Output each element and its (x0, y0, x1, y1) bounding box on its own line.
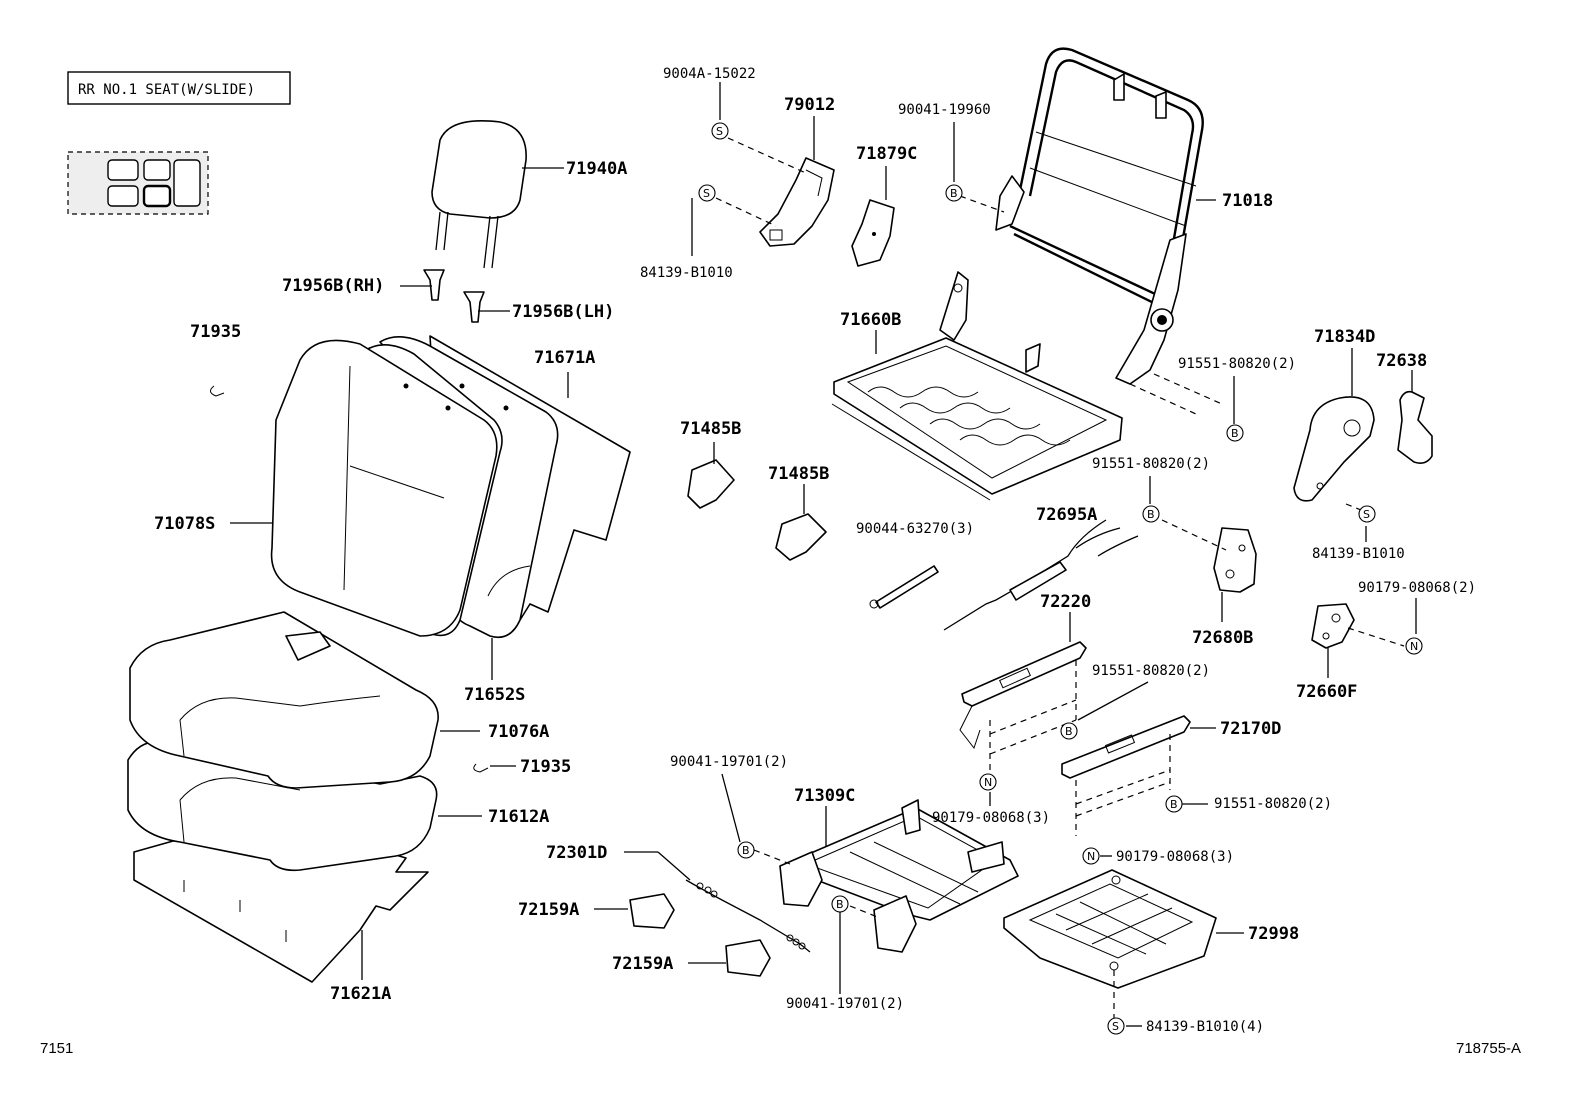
label-90041-19960: 90041-19960 (898, 102, 991, 118)
n-symbol-2: N (979, 773, 997, 791)
label-71621A: 71621A (330, 984, 391, 1004)
svg-text:B: B (836, 898, 844, 911)
fastener-symbols: S S B B B S N B N B N B B S (698, 122, 1423, 1035)
label-84139-B1010-top: 84139-B1010 (640, 265, 733, 281)
svg-text:S: S (1363, 508, 1370, 521)
label-71671A: 71671A (534, 348, 595, 368)
label-79012: 79012 (784, 95, 835, 115)
label-72159A-b: 72159A (612, 954, 673, 974)
hinge-cover-drawings (687, 157, 895, 561)
n-symbol-1: N (1405, 637, 1423, 655)
label-84139-B1010-bottom: 84139-B1010(4) (1146, 1019, 1264, 1035)
label-72695A: 72695A (1036, 505, 1097, 525)
label-90044-63270: 90044-63270(3) (856, 521, 974, 537)
label-72638: 72638 (1376, 351, 1427, 371)
label-71485B-b: 71485B (768, 464, 829, 484)
b-symbol-4: B (1060, 722, 1078, 740)
label-71935-top: 71935 (190, 322, 241, 342)
cable-drawings (869, 519, 1139, 631)
seatback-drawing (270, 335, 631, 639)
label-72159A-a: 72159A (518, 900, 579, 920)
svg-text:B: B (950, 187, 958, 200)
s-symbol-3: S (1358, 505, 1376, 523)
side-cover-drawings (1293, 390, 1433, 502)
svg-text:N: N (984, 776, 992, 789)
label-71612A: 71612A (488, 807, 549, 827)
footer-right-code: 718755-A (1456, 1040, 1521, 1057)
label-91551-80820-b: 91551-80820(2) (1092, 456, 1210, 472)
lock-drawings (1213, 527, 1355, 649)
svg-text:B: B (742, 844, 750, 857)
label-71879C: 71879C (856, 144, 917, 164)
label-72660F: 72660F (1296, 682, 1357, 702)
b-symbol-5: B (1165, 795, 1183, 813)
svg-text:B: B (1170, 798, 1178, 811)
s-symbol-1: S (711, 122, 729, 140)
b-symbol-1: B (945, 184, 963, 202)
label-71018: 71018 (1222, 191, 1273, 211)
label-71660B: 71660B (840, 310, 901, 330)
slide-rail-drawings (959, 641, 1191, 836)
cushion-frame-drawing (831, 271, 1123, 501)
label-90179-08068-a: 90179-08068(2) (1358, 580, 1476, 596)
label-71485B-a: 71485B (680, 419, 741, 439)
label-91551-80820-a: 91551-80820(2) (1178, 356, 1296, 372)
svg-text:B: B (1231, 427, 1239, 440)
svg-text:S: S (703, 187, 710, 200)
label-71076A: 71076A (488, 722, 549, 742)
label-90041-19701-b: 90041-19701(2) (786, 996, 904, 1012)
label-90041-19701-a: 90041-19701(2) (670, 754, 788, 770)
label-72680B: 72680B (1192, 628, 1253, 648)
lower-frame-drawing (779, 799, 1019, 953)
label-71940A: 71940A (566, 159, 627, 179)
label-71652S: 71652S (464, 685, 525, 705)
label-72998: 72998 (1248, 924, 1299, 944)
label-71834D: 71834D (1314, 327, 1375, 347)
label-90179-08068-c: 90179-08068(3) (1116, 849, 1234, 865)
seat-layout-icon (67, 151, 209, 215)
dashed-leaders (715, 137, 1405, 1020)
label-71309C: 71309C (794, 786, 855, 806)
label-91551-80820-d: 91551-80820(2) (1214, 796, 1332, 812)
part-labels: 71940A 71956B(RH) 71956B(LH) 71935 71671… (154, 66, 1476, 1035)
s-symbol-2: S (698, 184, 716, 202)
svg-text:B: B (1147, 508, 1155, 521)
label-91551-80820-c: 91551-80820(2) (1092, 663, 1210, 679)
s-symbol-4: S (1107, 1017, 1125, 1035)
tray-drawing (1003, 869, 1217, 989)
title-box: RR NO.1 SEAT(W/SLIDE) (67, 71, 291, 105)
n-symbol-3: N (1082, 847, 1100, 865)
b-symbol-2: B (1226, 424, 1244, 442)
label-71956B-rh: 71956B(RH) (282, 276, 384, 296)
svg-text:S: S (1112, 1020, 1119, 1033)
footer-left-code: 7151 (40, 1040, 73, 1057)
label-9004A-15022: 9004A-15022 (663, 66, 756, 82)
title-text: RR NO.1 SEAT(W/SLIDE) (78, 82, 255, 98)
label-72301D: 72301D (546, 843, 607, 863)
svg-text:N: N (1410, 640, 1418, 653)
label-71078S: 71078S (154, 514, 215, 534)
label-90179-08068-b: 90179-08068(3) (932, 810, 1050, 826)
label-84139-B1010-right: 84139-B1010 (1312, 546, 1405, 562)
label-72220: 72220 (1040, 592, 1091, 612)
headrest-drawing (210, 120, 527, 397)
label-72170D: 72170D (1220, 719, 1281, 739)
release-cable-drawing (629, 879, 811, 977)
label-71935-mid: 71935 (520, 757, 571, 777)
label-71956B-lh: 71956B(LH) (512, 302, 614, 322)
leader-lines (230, 82, 1417, 1027)
b-symbol-6: B (737, 841, 755, 859)
seatback-frame-drawing (995, 47, 1204, 385)
svg-text:N: N (1087, 850, 1095, 863)
svg-text:B: B (1065, 725, 1073, 738)
b-symbol-7: B (831, 895, 849, 913)
svg-text:S: S (716, 125, 723, 138)
cushion-drawing (127, 611, 489, 983)
b-symbol-3: B (1142, 505, 1160, 523)
